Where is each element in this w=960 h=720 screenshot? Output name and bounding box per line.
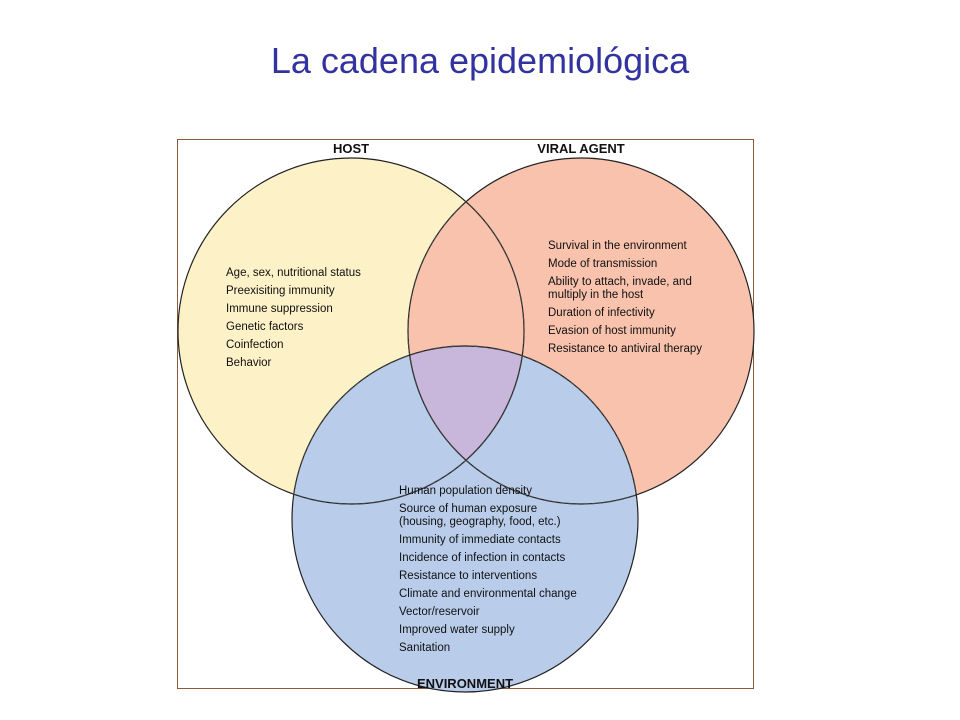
environment-outline	[291, 345, 639, 693]
list-item: Improved water supply	[399, 624, 515, 636]
viral-agent-label: VIRAL AGENT	[537, 141, 624, 156]
list-item: Genetic factors	[226, 321, 304, 333]
viral-agent-outline	[407, 157, 755, 505]
list-item: Mode of transmission	[548, 258, 657, 270]
list-item: Human population density	[399, 485, 532, 497]
list-item: Age, sex, nutritional status	[226, 267, 361, 279]
list-item: Source of human exposure	[399, 503, 537, 515]
list-item: Coinfection	[226, 339, 284, 351]
list-item: Survival in the environment	[548, 240, 688, 252]
environment-factors-list: Human population density Source of human…	[399, 485, 577, 654]
list-item: Behavior	[226, 357, 272, 369]
viral-agent-factors-list: Survival in the environment Mode of tran…	[548, 240, 702, 355]
host-label: HOST	[333, 141, 369, 156]
list-item: Evasion of host immunity	[548, 325, 676, 337]
list-item: Immune suppression	[226, 303, 333, 315]
host-inner-boundary-dashed	[408, 158, 525, 504]
environment-label: ENVIRONMENT	[417, 676, 513, 691]
list-item: Resistance to interventions	[399, 570, 537, 582]
list-item: (housing, geography, food, etc.)	[399, 516, 561, 528]
list-item: Climate and environmental change	[399, 588, 577, 600]
list-item: Incidence of infection in contacts	[399, 552, 565, 564]
list-item: Ability to attach, invade, and	[548, 276, 692, 288]
list-item: multiply in the host	[548, 289, 644, 301]
list-item: Preexisiting immunity	[226, 285, 335, 297]
list-item: Vector/reservoir	[399, 606, 480, 618]
list-item: Sanitation	[399, 642, 450, 654]
list-item: Duration of infectivity	[548, 307, 655, 319]
slide-title: La cadena epidemiológica	[270, 40, 690, 81]
environment-circle	[292, 346, 638, 692]
list-item: Resistance to antiviral therapy	[548, 343, 702, 355]
list-item: Immunity of immediate contacts	[399, 534, 561, 546]
host-factors-list: Age, sex, nutritional status Preexisitin…	[226, 267, 361, 369]
